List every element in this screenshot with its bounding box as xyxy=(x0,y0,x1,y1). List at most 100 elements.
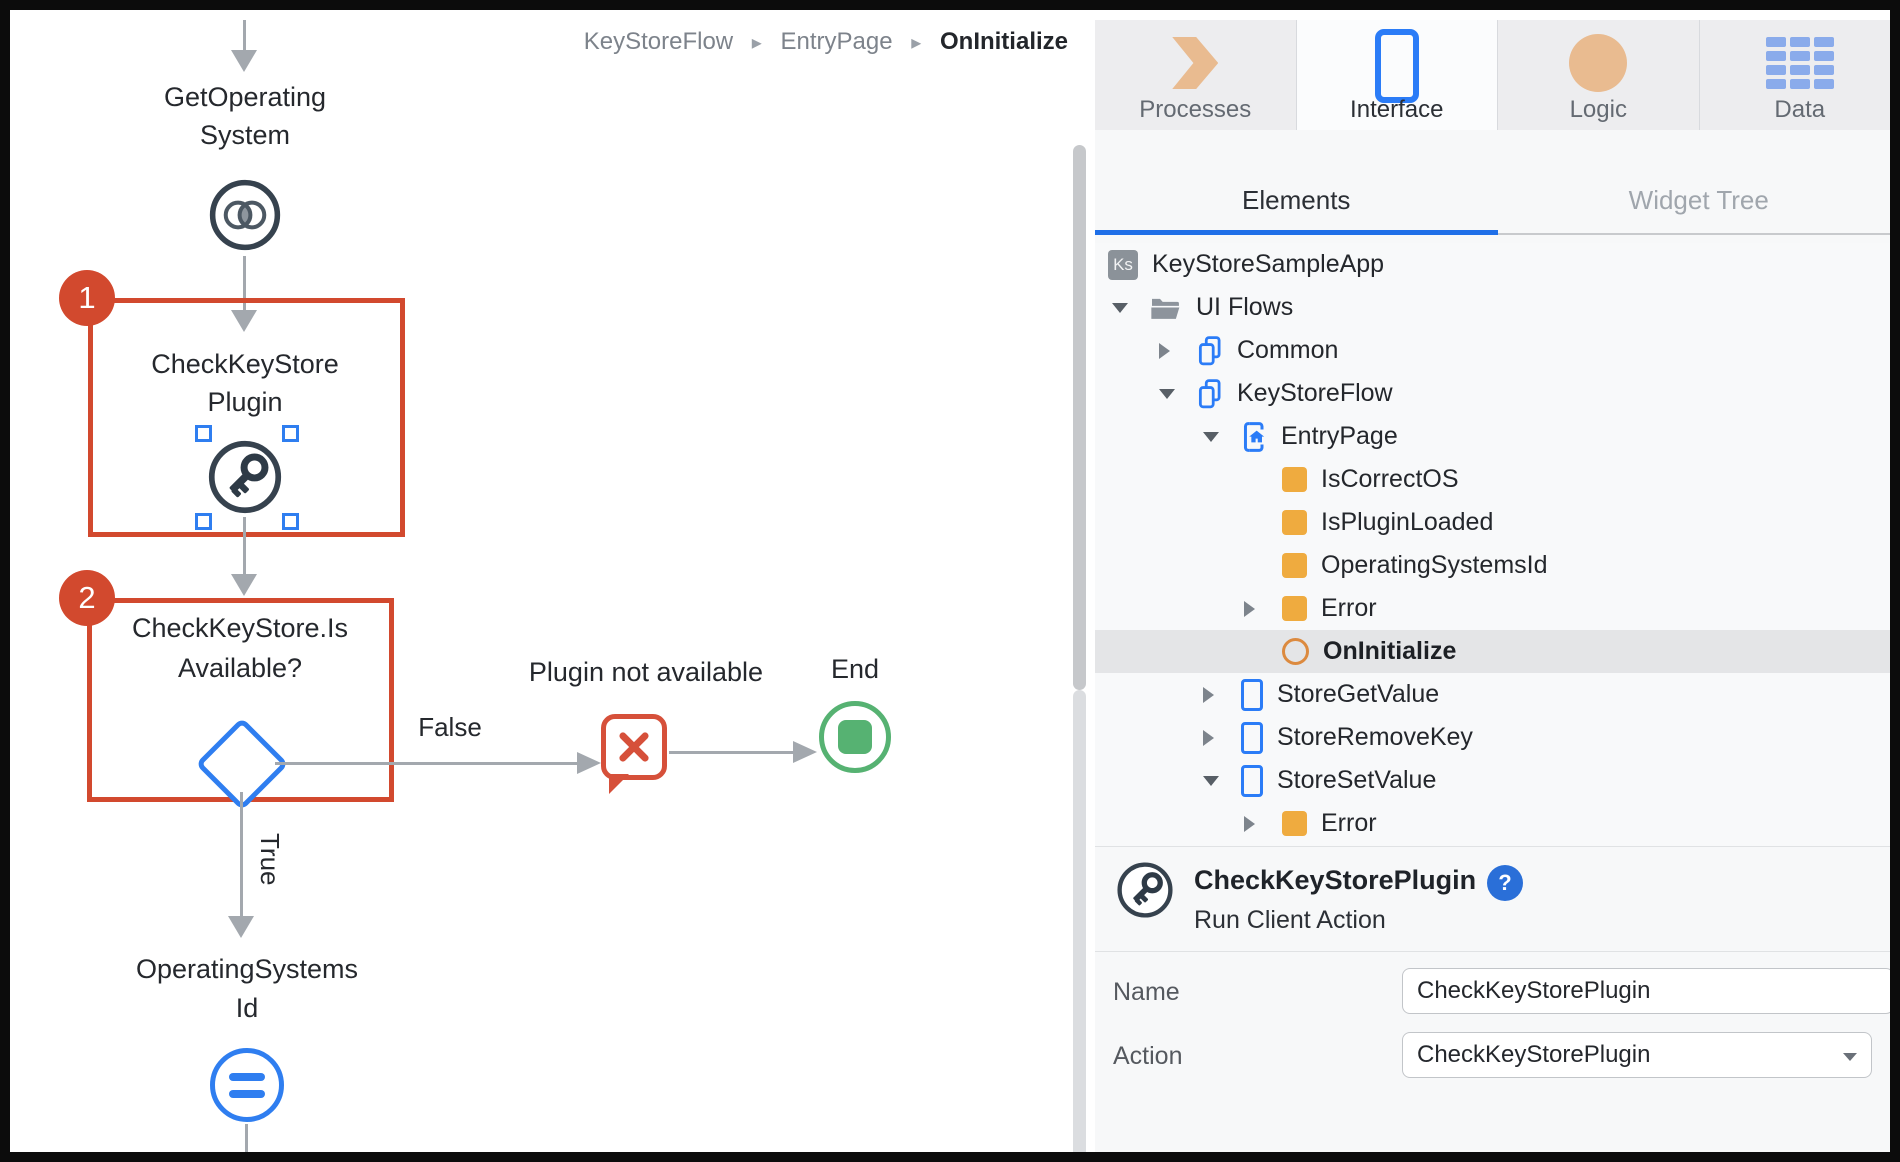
breadcrumb-separator-icon: ▸ xyxy=(751,32,762,54)
flow-connector-false xyxy=(275,762,579,765)
screens-flow-icon xyxy=(1197,335,1223,366)
tree-item-storegetvalue[interactable]: StoreGetValue xyxy=(1095,673,1890,716)
end-node-icon[interactable] xyxy=(819,701,891,773)
key-action-icon[interactable] xyxy=(207,439,283,515)
screen-icon xyxy=(1241,764,1263,797)
breadcrumb-keystoreflow[interactable]: KeyStoreFlow xyxy=(583,28,734,55)
node-plugin-not-available-label[interactable]: Plugin not available xyxy=(528,657,764,687)
tree-item-entrypage[interactable]: EntryPage xyxy=(1095,415,1890,458)
node-get-operating-system-label[interactable]: GetOperating System xyxy=(163,82,327,150)
tree-item-storeremovekey[interactable]: StoreRemoveKey xyxy=(1095,716,1890,759)
processes-icon xyxy=(1172,37,1219,89)
assign-icon[interactable] xyxy=(210,1048,284,1122)
chevron-down-icon[interactable] xyxy=(1203,775,1241,786)
tree-item-ispluginloaded[interactable]: IsPluginLoaded xyxy=(1095,501,1890,544)
properties-title: CheckKeyStorePlugin xyxy=(1194,865,1477,895)
tab-elements[interactable]: Elements xyxy=(1242,185,1351,215)
variable-icon xyxy=(1282,811,1307,836)
dropdown-arrow-icon xyxy=(1843,1053,1857,1061)
node-check-keystore-is-available-label[interactable]: CheckKeyStore.Is Available? xyxy=(131,613,349,683)
flow-connector xyxy=(669,751,795,754)
node-end-label[interactable]: End xyxy=(830,654,880,684)
action-select[interactable]: CheckKeyStorePlugin xyxy=(1402,1032,1872,1078)
chevron-down-icon[interactable] xyxy=(1203,431,1241,442)
breadcrumb-entrypage[interactable]: EntryPage xyxy=(780,28,893,55)
tab-interface[interactable]: Interface xyxy=(1295,20,1497,130)
arrowhead-right-icon xyxy=(793,741,817,763)
app-badge-icon: Ks xyxy=(1108,249,1138,280)
selected-element-key-icon xyxy=(1116,861,1174,919)
tree-item-keystoreflow[interactable]: KeyStoreFlow xyxy=(1095,372,1890,415)
chevron-down-icon[interactable] xyxy=(1112,302,1150,313)
variable-icon xyxy=(1282,596,1307,621)
flow-connector xyxy=(243,256,246,312)
tree-item-oninitialize[interactable]: OnInitialize xyxy=(1095,630,1890,673)
flow-connector xyxy=(243,517,246,574)
layer-tabs: Processes Interface Logic Data xyxy=(1095,20,1890,130)
tab-data[interactable]: Data xyxy=(1698,20,1890,130)
annotation-box-1 xyxy=(88,298,405,537)
arrowhead-down-icon xyxy=(231,310,257,332)
tree-item-iscorrectos[interactable]: IsCorrectOS xyxy=(1095,458,1890,501)
tree-item-ui-flows[interactable]: UI Flows xyxy=(1095,286,1890,329)
selection-handle[interactable] xyxy=(282,425,299,442)
annotation-badge-1: 1 xyxy=(59,270,115,326)
edge-true-label: True xyxy=(255,833,285,886)
breadcrumb-oninitialize: OnInitialize xyxy=(939,28,1068,55)
active-tab-underline xyxy=(1095,230,1498,235)
help-icon[interactable]: ? xyxy=(1487,865,1523,901)
canvas-scrollbar-thumb[interactable] xyxy=(1073,145,1086,690)
selection-handle[interactable] xyxy=(195,425,212,442)
variable-icon xyxy=(1282,510,1307,535)
chevron-right-icon[interactable] xyxy=(1203,729,1241,746)
canvas-scrollbar-track[interactable] xyxy=(1073,690,1086,1152)
node-operating-systems-id-label[interactable]: OperatingSystems Id xyxy=(135,954,359,1023)
breadcrumb: KeyStoreFlow ▸ EntryPage ▸ OnInitialize xyxy=(20,28,1068,56)
workspace: KeyStoreFlow ▸ EntryPage ▸ OnInitialize … xyxy=(20,20,1890,1152)
chevron-right-icon[interactable] xyxy=(1203,686,1241,703)
tree-item-common[interactable]: Common xyxy=(1095,329,1890,372)
action-label: Action xyxy=(1113,1042,1183,1070)
logic-circle-icon xyxy=(1569,34,1628,92)
screens-flow-icon xyxy=(1197,378,1223,409)
selection-handle[interactable] xyxy=(195,513,212,530)
flow-connector xyxy=(245,1124,248,1152)
tab-processes[interactable]: Processes xyxy=(1095,20,1296,130)
breadcrumb-separator-icon: ▸ xyxy=(911,32,922,54)
edge-false-label: False xyxy=(418,712,482,742)
flow-connector xyxy=(243,20,246,52)
name-input[interactable] xyxy=(1402,968,1890,1014)
screen-icon xyxy=(1241,721,1263,754)
tree-item-app[interactable]: Ks KeyStoreSampleApp xyxy=(1095,243,1890,286)
arrowhead-down-icon xyxy=(231,574,257,596)
client-action-icon[interactable] xyxy=(208,178,282,252)
divider xyxy=(1095,951,1890,952)
tree-item-operatingsystemsid[interactable]: OperatingSystemsId xyxy=(1095,544,1890,587)
message-icon[interactable] xyxy=(601,714,667,794)
tree-item-error[interactable]: Error xyxy=(1095,587,1890,630)
node-check-keystore-plugin-label[interactable]: CheckKeyStore Plugin xyxy=(151,349,339,417)
annotation-badge-2: 2 xyxy=(59,570,115,626)
data-grid-icon xyxy=(1765,37,1834,89)
divider xyxy=(1095,846,1890,847)
panel-subtabs: Elements Widget Tree xyxy=(1095,130,1890,234)
element-tree: Ks KeyStoreSampleApp UI Flows xyxy=(1095,243,1890,846)
chevron-down-icon[interactable] xyxy=(1159,388,1197,399)
arrowhead-down-icon xyxy=(228,916,254,938)
screen-icon xyxy=(1241,678,1263,711)
selection-handle[interactable] xyxy=(282,513,299,530)
chevron-right-icon[interactable] xyxy=(1244,600,1282,617)
home-screen-icon xyxy=(1241,421,1267,453)
interface-phone-icon xyxy=(1374,29,1419,103)
chevron-right-icon[interactable] xyxy=(1244,815,1282,832)
tab-logic[interactable]: Logic xyxy=(1497,20,1699,130)
tab-widget-tree[interactable]: Widget Tree xyxy=(1628,185,1769,215)
arrowhead-right-icon xyxy=(577,752,601,774)
tree-item-error-2[interactable]: Error xyxy=(1095,802,1890,845)
event-icon xyxy=(1282,638,1309,665)
chevron-right-icon[interactable] xyxy=(1159,342,1197,359)
side-panel: Processes Interface Logic Data Elements … xyxy=(1095,20,1890,1152)
tree-item-storesetvalue[interactable]: StoreSetValue xyxy=(1095,759,1890,802)
name-label: Name xyxy=(1113,978,1180,1006)
